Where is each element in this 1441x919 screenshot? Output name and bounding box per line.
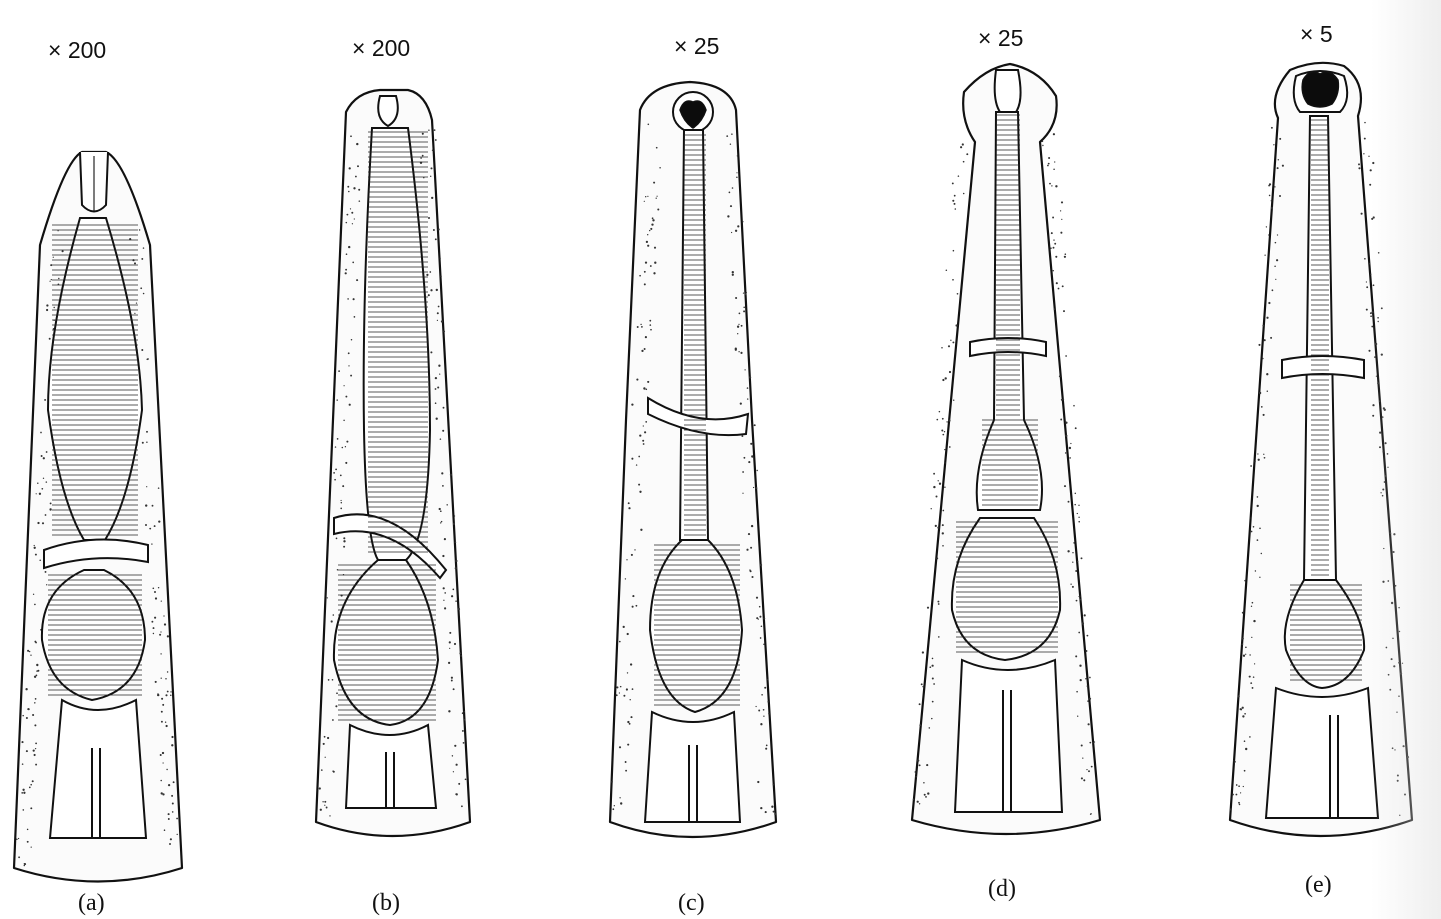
caption-b: (b) bbox=[372, 890, 400, 916]
buccal-teeth-e bbox=[1302, 72, 1338, 107]
intestine-c bbox=[645, 712, 740, 822]
intestine-e bbox=[1266, 688, 1378, 818]
intestine-b bbox=[346, 725, 436, 808]
magnification-label-a: × 200 bbox=[48, 37, 106, 63]
panel-d: × 25 (d) bbox=[912, 25, 1100, 902]
magnification-label-e: × 5 bbox=[1300, 21, 1333, 47]
lips-d bbox=[995, 70, 1021, 112]
magnification-label-d: × 25 bbox=[978, 25, 1023, 51]
caption-d: (d) bbox=[988, 876, 1016, 902]
page-edge-shadow bbox=[1371, 0, 1441, 919]
intestine-d bbox=[955, 660, 1062, 812]
caption-e: (e) bbox=[1305, 872, 1332, 898]
bulb-d bbox=[952, 518, 1060, 660]
caption-a: (a) bbox=[78, 890, 105, 916]
magnification-label-c: × 25 bbox=[674, 33, 719, 59]
caption-c: (c) bbox=[678, 890, 705, 916]
panel-c: × 25 (c) bbox=[610, 33, 776, 916]
intestine-a bbox=[50, 700, 146, 838]
panel-a: × 200 (a) bbox=[14, 37, 182, 916]
magnification-label-b: × 200 bbox=[352, 35, 410, 61]
